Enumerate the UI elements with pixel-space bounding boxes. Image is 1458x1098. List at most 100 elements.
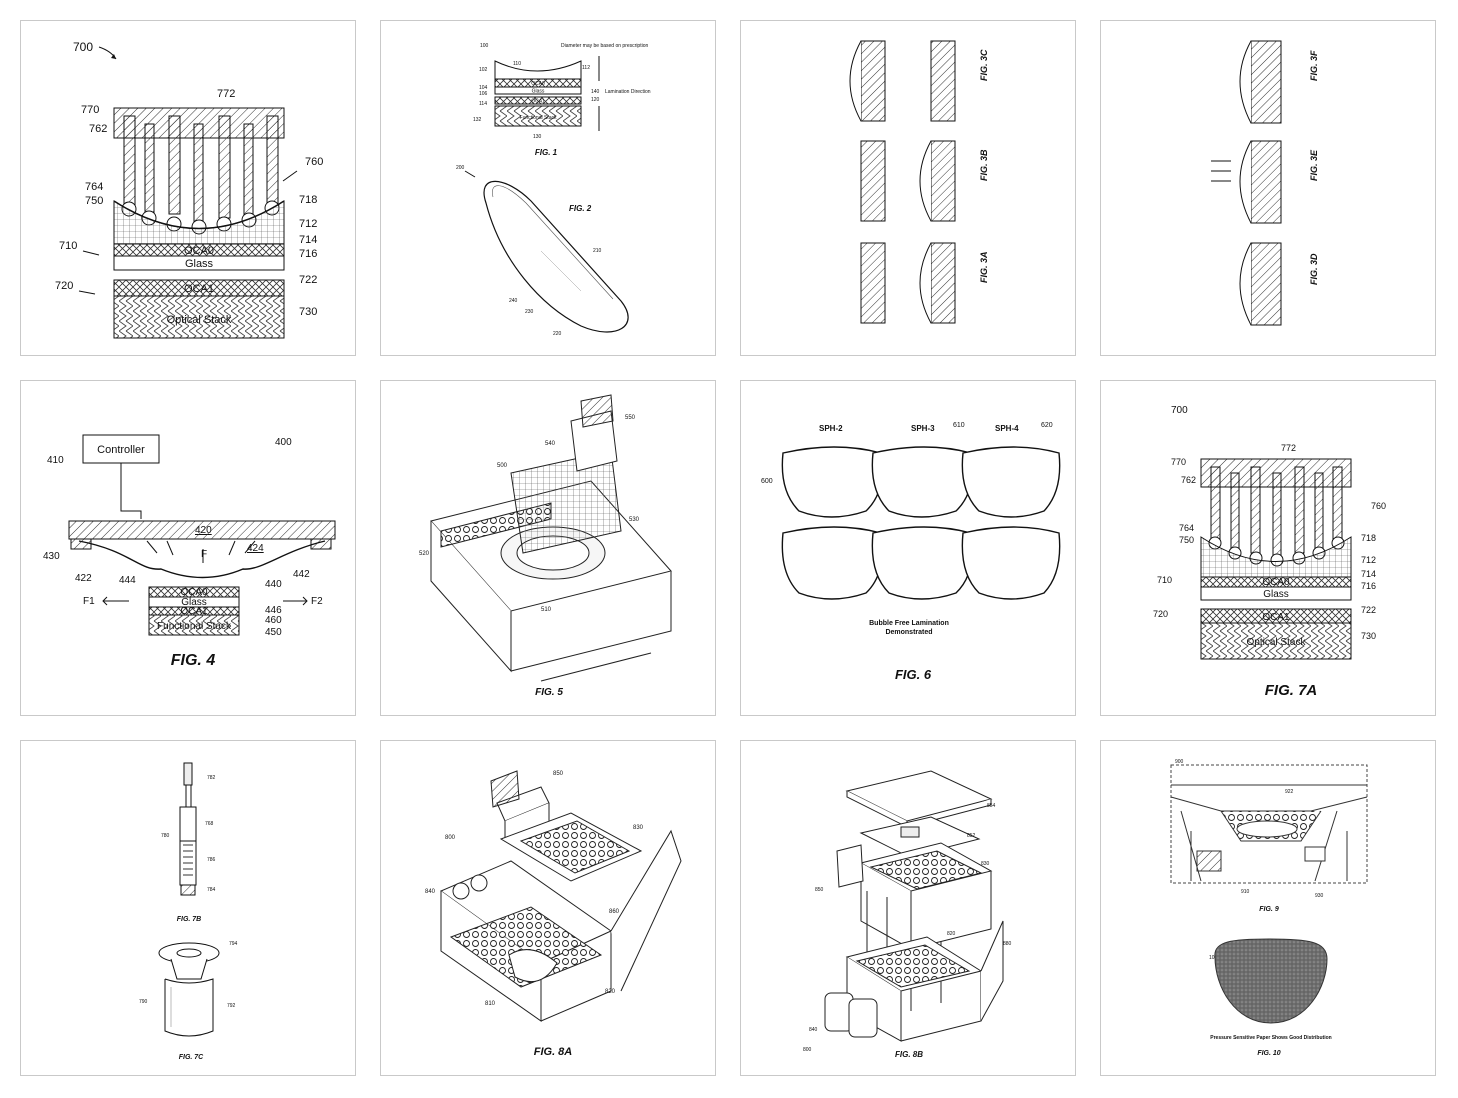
figure-3abc-drawing: FIG. 3C FIG. 3B FIG. 3A [849, 40, 989, 324]
ref-410: 410 [47, 455, 64, 466]
fig6-caption-line2: Demonstrated [885, 629, 932, 636]
fig4-oca1: OCA1 [180, 606, 208, 617]
ref-444: 444 [119, 575, 136, 586]
figure-700-panel: 700 OCA0 Glass OCA1 [20, 20, 356, 356]
ref-720: 720 [1153, 609, 1168, 619]
fig10-caption: FIG. 10 [1257, 1050, 1280, 1057]
pin-array [121, 115, 280, 235]
ref-716: 716 [1361, 581, 1376, 591]
fig7a-glass: Glass [1263, 589, 1289, 600]
fig1-oca0: OCA0 [531, 81, 545, 87]
ref-730: 730 [299, 306, 317, 318]
fig7a-caption: FIG. 7A [1265, 682, 1318, 699]
ref-700: 700 [73, 40, 93, 54]
f2-label: F2 [311, 596, 323, 607]
ref-210: 210 [593, 248, 602, 254]
ref-712: 712 [1361, 555, 1376, 565]
ref-840: 840 [425, 889, 436, 895]
fig3e-caption: FIG. 3E [1309, 149, 1319, 181]
figure-7a-drawing: 700 OCA0 Glass OCA1 Optical Stack 770 77… [1153, 405, 1386, 699]
ref-460: 460 [265, 615, 282, 626]
ref-450: 450 [265, 627, 282, 638]
ref-132: 132 [473, 117, 482, 123]
ref-770: 770 [81, 104, 99, 116]
ref-762: 762 [89, 123, 107, 135]
f1-label: F1 [83, 596, 95, 607]
fig2-lens [483, 180, 629, 333]
platen-420 [68, 520, 336, 540]
ref-400: 400 [275, 437, 292, 448]
figure-8a-drawing: 850 830 800 840 860 810 820 FIG. 8A [425, 770, 682, 1058]
figure-3abc-panel: FIG. 3C FIG. 3B FIG. 3A [740, 20, 1076, 356]
ref-880: 880 [1003, 941, 1012, 947]
ref-722: 722 [1361, 605, 1376, 615]
ref-782: 782 [207, 775, 216, 781]
ref-820: 820 [947, 931, 956, 937]
fig8a-caption: FIG. 8A [534, 1046, 573, 1058]
fig4-glass: Glass [181, 597, 207, 608]
fig8b-caption: FIG. 8B [895, 1050, 923, 1059]
ref-102: 102 [479, 67, 488, 73]
ref-786: 786 [207, 857, 216, 863]
ref-110: 110 [513, 61, 521, 67]
prescription-note: Diameter may be based on prescription [561, 43, 648, 49]
figure-9-10-panel: 900 922 910 930 FIG. 9 1000 Pressure Sen… [1100, 740, 1436, 1076]
figure-700-drawing: 700 OCA0 Glass OCA1 [55, 40, 323, 339]
ref-520: 520 [419, 551, 430, 557]
figure-8b-panel: 854 852 830 850 820 880 840 800 FIG. 8B [740, 740, 1076, 1076]
figure-3def-panel: FIG. 3F FIG. 3E FIG. 3D [1100, 20, 1436, 356]
ref-714: 714 [299, 234, 317, 246]
sph2-label: SPH-2 [819, 424, 843, 433]
ref-800: 800 [445, 835, 456, 841]
oca1-label: OCA1 [184, 283, 214, 295]
fig4-caption: FIG. 4 [171, 652, 216, 669]
ref-104: 104 [479, 85, 488, 91]
figure-4-drawing: Controller 410 400 420 424 430 422 442 4… [43, 434, 336, 669]
ref-600: 600 [761, 478, 773, 485]
ref-114: 114 [479, 101, 487, 107]
ref-510: 510 [541, 607, 552, 613]
ref-422: 422 [75, 573, 92, 584]
ref-200: 200 [456, 165, 465, 171]
ref-722: 722 [299, 274, 317, 286]
fig3a-caption: FIG. 3A [979, 251, 989, 283]
ref-100: 100 [480, 43, 489, 49]
fig3d-caption: FIG. 3D [1309, 253, 1319, 285]
ref-540: 540 [545, 441, 556, 447]
ref-770: 770 [1171, 457, 1186, 467]
fig3f-caption: FIG. 3F [1309, 50, 1319, 81]
fig5-caption: FIG. 5 [535, 687, 563, 698]
ref-852: 852 [967, 833, 976, 839]
ref-720: 720 [55, 280, 73, 292]
lamination-direction: Lamination Direction [605, 89, 651, 95]
ref-860: 860 [609, 909, 620, 915]
ref-550: 550 [625, 415, 636, 421]
ref-446: 446 [265, 605, 282, 616]
ref-714: 714 [1361, 569, 1376, 579]
ref-840: 840 [809, 1027, 818, 1033]
fig10-description: Pressure Sensitive Paper Shows Good Dist… [1210, 1035, 1331, 1041]
ref-780: 780 [161, 833, 170, 839]
force-label: F [201, 549, 207, 560]
ref-910: 910 [1241, 889, 1250, 895]
ref-850: 850 [553, 771, 564, 777]
ref-750: 750 [85, 195, 103, 207]
figure-3def-drawing: FIG. 3F FIG. 3E FIG. 3D [1211, 40, 1319, 326]
ref-762: 762 [1181, 475, 1196, 485]
ref-850: 850 [815, 887, 824, 893]
ref-900: 900 [1175, 759, 1184, 765]
ref-440: 440 [265, 579, 282, 590]
ref-130: 130 [533, 134, 542, 140]
ref-764: 764 [85, 181, 103, 193]
ref-768: 768 [205, 821, 214, 827]
optical-stack-label: Optical Stack [167, 314, 232, 326]
ref-530: 530 [629, 517, 640, 523]
figure-6-panel: SPH-2 SPH-3 SPH-4 610 620 600 Bubble Fre… [740, 380, 1076, 716]
fig4-oca0: OCA0 [180, 587, 208, 598]
figure-7bc-drawing: 782 768 780 786 784 794 790 792 FIG. 7B … [139, 762, 238, 1061]
ref-610: 610 [953, 422, 965, 429]
ref-120: 120 [591, 97, 600, 103]
ref-710: 710 [1157, 575, 1172, 585]
fig9-caption: FIG. 9 [1259, 906, 1279, 913]
figure-9-10-drawing: 900 922 910 930 FIG. 9 1000 Pressure Sen… [1170, 759, 1368, 1057]
